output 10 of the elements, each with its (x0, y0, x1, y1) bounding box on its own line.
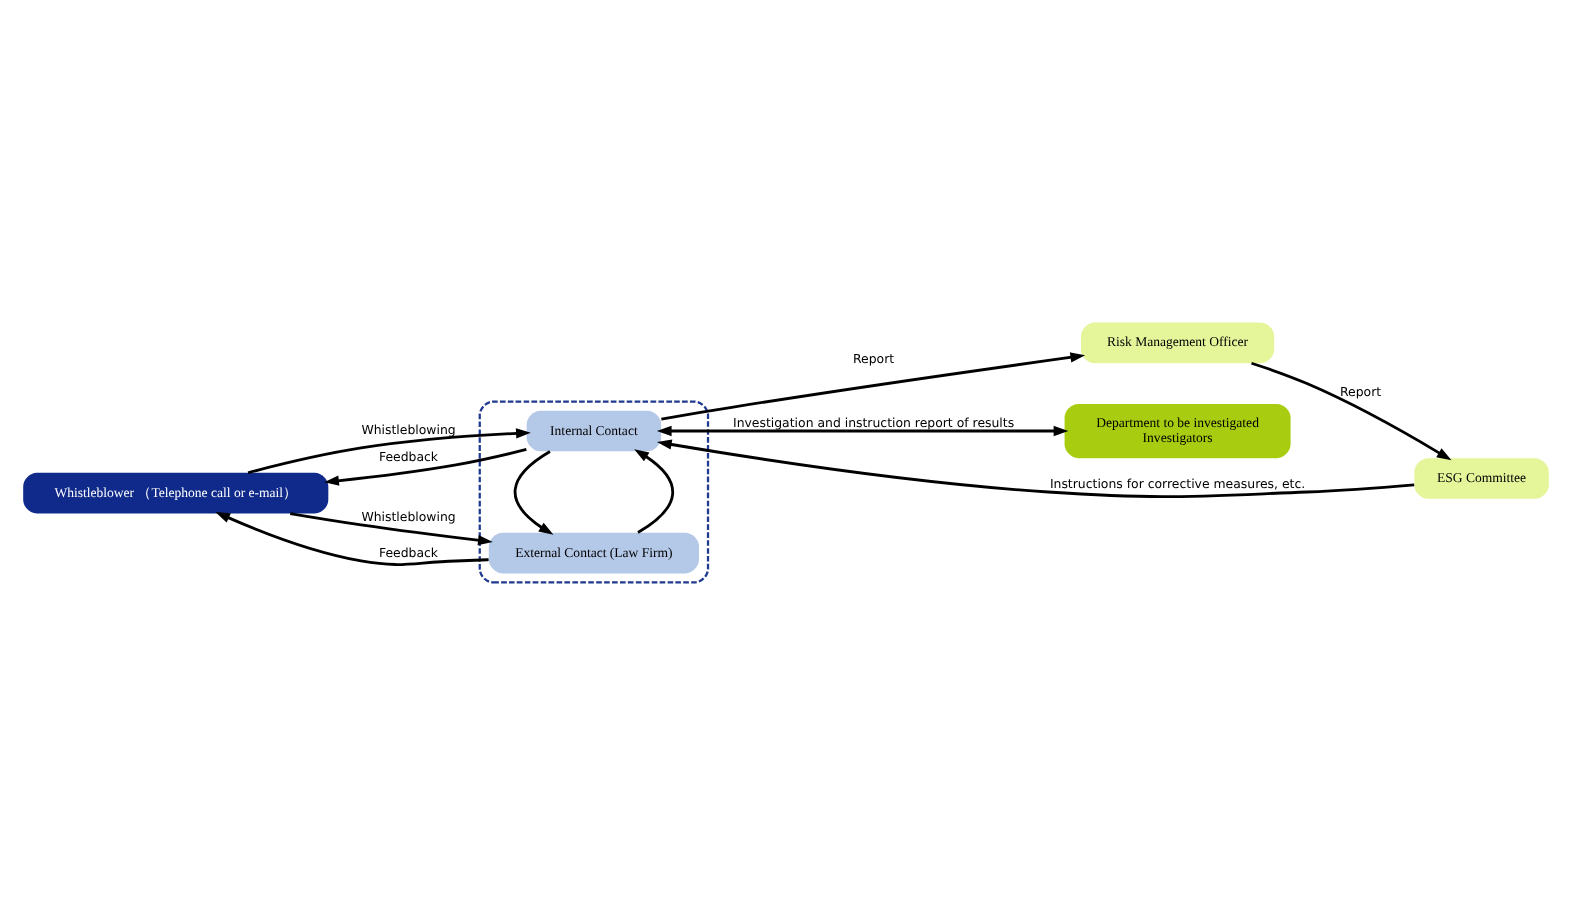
arrow (215, 510, 489, 565)
arrow (290, 511, 493, 545)
arrow (513, 449, 554, 534)
arrow (656, 424, 1069, 436)
arrow (661, 351, 1086, 420)
arrow (634, 448, 674, 533)
arrow (247, 427, 531, 474)
arrow (324, 447, 527, 485)
arrow (1251, 360, 1452, 460)
arrow (656, 438, 1415, 498)
